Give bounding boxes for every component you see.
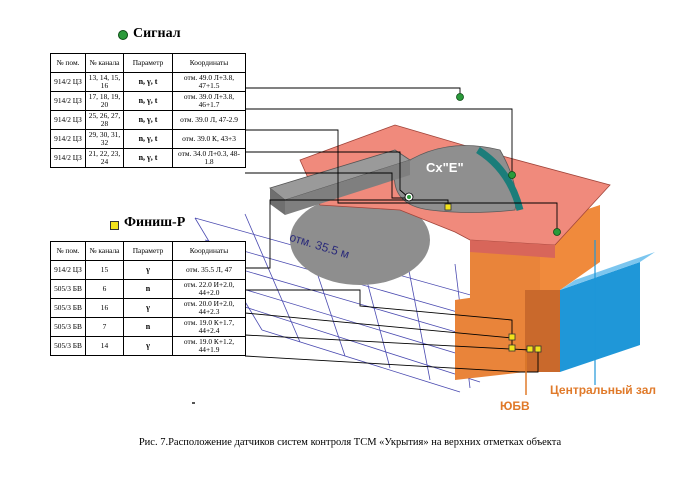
cell-channels: 13, 14, 15, 16 (85, 72, 124, 92)
cell-channels: 17, 18, 19, 20 (85, 91, 124, 111)
cell-coord: отм. 19.0 К+1.2, 44+1.9 (172, 336, 246, 356)
table-row: 914/2 ЦЗ 25, 26, 27, 28 n, γ, t отм. 39.… (50, 110, 246, 130)
beam-front (285, 160, 410, 215)
cell-room: 914/2 ЦЗ (50, 260, 86, 280)
roof-edge (470, 240, 555, 258)
signal-legend-title: Сигнал (133, 26, 181, 41)
cell-room: 914/2 ЦЗ (50, 91, 86, 111)
small-mark (192, 402, 195, 404)
signal-table-header: № пом. № канала Параметр Координаты (50, 53, 246, 73)
yubv-side (525, 290, 560, 372)
finish-legend-icon (110, 221, 119, 230)
cell-channels: 7 (85, 317, 124, 337)
signal-markers (404, 93, 561, 236)
header-room: № пом. (50, 241, 86, 261)
cell-channels: 29, 30, 31, 32 (85, 129, 124, 149)
finish-markers (444, 203, 542, 353)
shelter-label: Сх"Е" (426, 160, 464, 175)
cell-coord: отм. 39.0 Л+3.8, 46+1.7 (172, 91, 246, 111)
cell-room: 505/3 БВ (50, 317, 86, 337)
cell-param: n, γ, t (123, 148, 173, 168)
header-param: Параметр (123, 241, 173, 261)
cell-coord: отм. 34.0 Л+0.3, 48-1.8 (172, 148, 246, 168)
cell-channels: 15 (85, 260, 124, 280)
cell-param: n, γ, t (123, 110, 173, 130)
cell-coord: отм. 22.0 И+2.0, 44+2.0 (172, 279, 246, 299)
header-coord: Координаты (172, 53, 246, 73)
table-row: 914/2 ЦЗ 17, 18, 19, 20 n, γ, t отм. 39.… (50, 91, 246, 111)
signal-marker-5 (407, 195, 411, 199)
signal-marker-1 (456, 93, 464, 101)
yubv-label: ЮБВ (500, 399, 530, 413)
dome-shadow (290, 195, 430, 285)
cell-room: 914/2 ЦЗ (50, 72, 86, 92)
beam-end (270, 188, 285, 215)
finish-table: № пом. № канала Параметр Координаты 914/… (50, 241, 246, 356)
header-channel: № канала (85, 241, 124, 261)
cell-coord: отм. 19.0 К+1.7, 44+2.4 (172, 317, 246, 337)
table-row: 914/2 ЦЗ 29, 30, 31, 32 n, γ, t отм. 39.… (50, 129, 246, 149)
cell-channels: 6 (85, 279, 124, 299)
cell-channels: 25, 26, 27, 28 (85, 110, 124, 130)
header-room: № пом. (50, 53, 86, 73)
table-row: 914/2 ЦЗ 15 γ отм. 35.5 Л, 47 (50, 260, 246, 280)
table-row: 505/3 БВ 14 γ отм. 19.0 К+1.2, 44+1.9 (50, 336, 246, 356)
cell-room: 505/3 БВ (50, 279, 86, 299)
cell-room: 505/3 БВ (50, 336, 86, 356)
cell-room: 914/2 ЦЗ (50, 110, 86, 130)
header-param: Параметр (123, 53, 173, 73)
cell-param: n, γ, t (123, 91, 173, 111)
finish-marker-4 (526, 345, 534, 353)
header-coord: Координаты (172, 241, 246, 261)
finish-legend-title: Финиш-Р (124, 215, 186, 230)
cell-room: 914/2 ЦЗ (50, 148, 86, 168)
finish-marker-5 (534, 345, 542, 353)
cell-param: n, γ, t (123, 72, 173, 92)
cell-param: γ (123, 298, 173, 318)
signal-leaders (245, 87, 558, 231)
cell-channels: 14 (85, 336, 124, 356)
cell-coord: отм. 49.0 Л+3.8, 47+1.5 (172, 72, 246, 92)
finish-leaders (244, 199, 539, 373)
cell-param: n (123, 279, 173, 299)
figure-caption: Рис. 7.Расположение датчиков систем конт… (138, 437, 562, 448)
cell-param: n, γ, t (123, 129, 173, 149)
cell-room: 505/3 БВ (50, 298, 86, 318)
signal-table: № пом. № канала Параметр Координаты 914/… (50, 53, 246, 168)
table-row: 914/2 ЦЗ 13, 14, 15, 16 n, γ, t отм. 49.… (50, 72, 246, 92)
central-hall-top (560, 252, 655, 290)
cell-room: 914/2 ЦЗ (50, 129, 86, 149)
cell-coord: отм. 39.0 К, 43+3 (172, 129, 246, 149)
table-row: 914/2 ЦЗ 21, 22, 23, 24 n, γ, t отм. 34.… (50, 148, 246, 168)
cell-coord: отм. 39.0 Л, 47-2.9 (172, 110, 246, 130)
cell-channels: 21, 22, 23, 24 (85, 148, 124, 168)
header-channel: № канала (85, 53, 124, 73)
cell-coord: отм. 20.0 И+2.0, 44+2.3 (172, 298, 246, 318)
signal-marker-2 (508, 171, 516, 179)
finish-marker-3 (508, 344, 516, 352)
central-hall-label: Центральный зал (549, 383, 657, 397)
cell-channels: 16 (85, 298, 124, 318)
table-row: 505/3 БВ 6 n отм. 22.0 И+2.0, 44+2.0 (50, 279, 246, 299)
signal-legend-icon (118, 30, 128, 40)
signal-marker-3 (553, 228, 561, 236)
table-row: 505/3 БВ 16 γ отм. 20.0 И+2.0, 44+2.3 (50, 298, 246, 318)
finish-marker-1 (444, 203, 452, 211)
cell-param: n (123, 317, 173, 337)
cell-param: γ (123, 260, 173, 280)
finish-marker-2 (508, 333, 516, 341)
cell-coord: отм. 35.5 Л, 47 (172, 260, 246, 280)
table-row: 505/3 БВ 7 n отм. 19.0 К+1.7, 44+2.4 (50, 317, 246, 337)
central-hall-front (560, 262, 640, 372)
finish-table-header: № пом. № канала Параметр Координаты (50, 241, 246, 261)
dome (394, 145, 517, 213)
cell-param: γ (123, 336, 173, 356)
yubv-block (455, 290, 525, 380)
